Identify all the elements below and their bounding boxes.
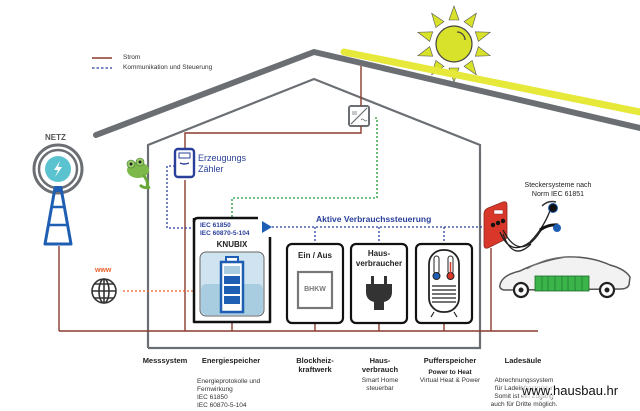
- connector-plug-icon: [539, 200, 561, 232]
- consumer-title-line1: Haus-: [367, 249, 391, 258]
- internet-label: www: [95, 267, 112, 274]
- plug-icon: [366, 276, 392, 310]
- chp-title: Ein / Aus: [298, 251, 332, 260]
- electric-car-icon: [499, 256, 631, 299]
- buffer-box: [414, 242, 474, 325]
- bottom-haus-line1: Haus-: [369, 356, 391, 365]
- frog-icon: [126, 157, 151, 190]
- bottom-lade-sub-4: auch für Dritte möglich.: [490, 401, 558, 408]
- chp-box: [285, 242, 345, 325]
- bottom-messsystem: Messsystem: [142, 356, 188, 365]
- charging-label-line2: Norm IEC 61851: [531, 191, 585, 198]
- storage-protocol-1: IEC 61850: [200, 222, 231, 229]
- legend-power-label: Strom: [123, 54, 141, 61]
- bottom-puffer: Pufferspeicher: [423, 356, 477, 365]
- comm-line-green: [231, 117, 378, 218]
- storage-protocol-2: IEC 60870-5-104: [200, 230, 250, 237]
- charging-label-line1: Steckersysteme nach: [524, 182, 592, 189]
- roof-outer: [93, 49, 640, 138]
- comm-line-blue-bus: [272, 226, 485, 242]
- bottom-haus-line2: verbrauch: [361, 365, 399, 374]
- wallbox-icon: [483, 201, 508, 249]
- water-tank-thermometer-icon: [428, 249, 460, 318]
- grid-tower-icon: [32, 143, 84, 246]
- bottom-haus-sub2: steuerbar: [366, 385, 394, 392]
- grid-label: NETZ: [45, 133, 66, 142]
- control-bus-label: Aktive Verbrauchssteuerung: [316, 214, 432, 224]
- bottom-energiespeicher-sub-4: IEC 60870-5-104: [197, 402, 247, 409]
- legend-comm-label: Kommunikation und Steuerung: [123, 64, 213, 71]
- power-lines: [58, 66, 538, 332]
- storage-name: KNUBIX: [216, 240, 248, 249]
- chp-inner-label: BHKW: [304, 286, 326, 293]
- charging-cable-icon: [499, 204, 553, 252]
- house-outline: [146, 77, 482, 350]
- meter-label-line2: Zähler: [198, 164, 224, 174]
- consumer-title-line2: verbraucher: [355, 259, 403, 268]
- battery-icon: [219, 256, 245, 314]
- bottom-haus-sub1: Smart Home: [361, 377, 399, 384]
- bottom-lade-sub-1: Abrechnungssystem: [494, 377, 554, 384]
- watermark-link[interactable]: www.hausbau.hr: [522, 383, 619, 398]
- comm-line-blue-meter: [166, 165, 194, 229]
- bottom-blockheiz-line1: Blockheiz-: [296, 356, 334, 365]
- bottom-blockheiz-line2: kraftwerk: [298, 365, 332, 374]
- inverter-icon: [348, 105, 370, 127]
- consumer-box: [349, 242, 409, 325]
- bottom-lade: Ladesäule: [504, 356, 542, 365]
- globe-icon: [91, 278, 117, 304]
- storage-box: [192, 216, 272, 324]
- meter-label-line1: Erzeugungs: [198, 153, 247, 163]
- bottom-puffer-sub2: Virtual Heat & Power: [419, 377, 481, 384]
- bottom-energiespeicher: Energiespeicher: [201, 356, 261, 365]
- bottom-energiespeicher-sub-2: Fernwirkung: [197, 386, 233, 393]
- solar-panel: [340, 48, 640, 116]
- meter-icon: [173, 147, 196, 179]
- bottom-puffer-sub1: Power to Heat: [428, 369, 472, 376]
- bottom-energiespeicher-sub-1: Energieprotokolle und: [197, 378, 261, 385]
- bottom-energiespeicher-sub-3: IEC 61850: [197, 394, 228, 401]
- lightning-icon: [54, 161, 62, 177]
- arrow-right-icon: [262, 221, 272, 233]
